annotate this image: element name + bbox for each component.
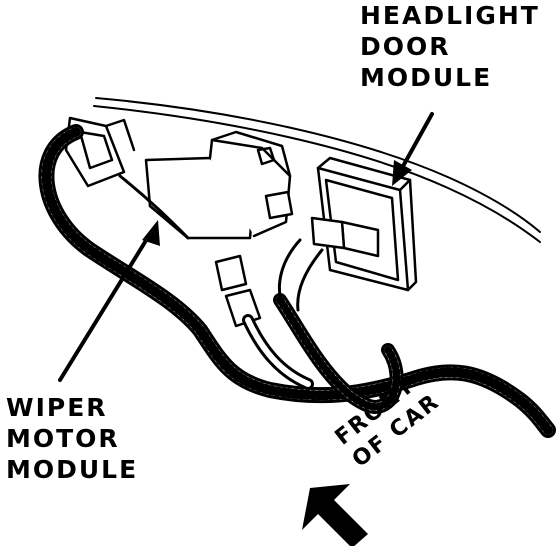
wiper-label-line-1: WIPER: [6, 393, 108, 422]
leader-lines: [58, 112, 434, 382]
wiper-motor-module-label: WIPER MOTOR MODULE: [6, 392, 138, 485]
wiper-label-line-3: MODULE: [6, 455, 139, 484]
front-arrow: [302, 484, 368, 546]
wiper-label-line-2: MOTOR: [6, 424, 120, 453]
headlight-label-line-3: MODULE: [360, 63, 493, 92]
headlight-label-line-1: HEADLIGHT: [360, 1, 540, 30]
headlight-label-line-2: DOOR: [360, 32, 451, 61]
wiper-motor-module: [144, 130, 294, 328]
headlight-door-module-label: HEADLIGHT DOOR MODULE: [360, 0, 540, 93]
headlight-door-module: [310, 156, 418, 292]
wiring-harness: [38, 124, 556, 438]
